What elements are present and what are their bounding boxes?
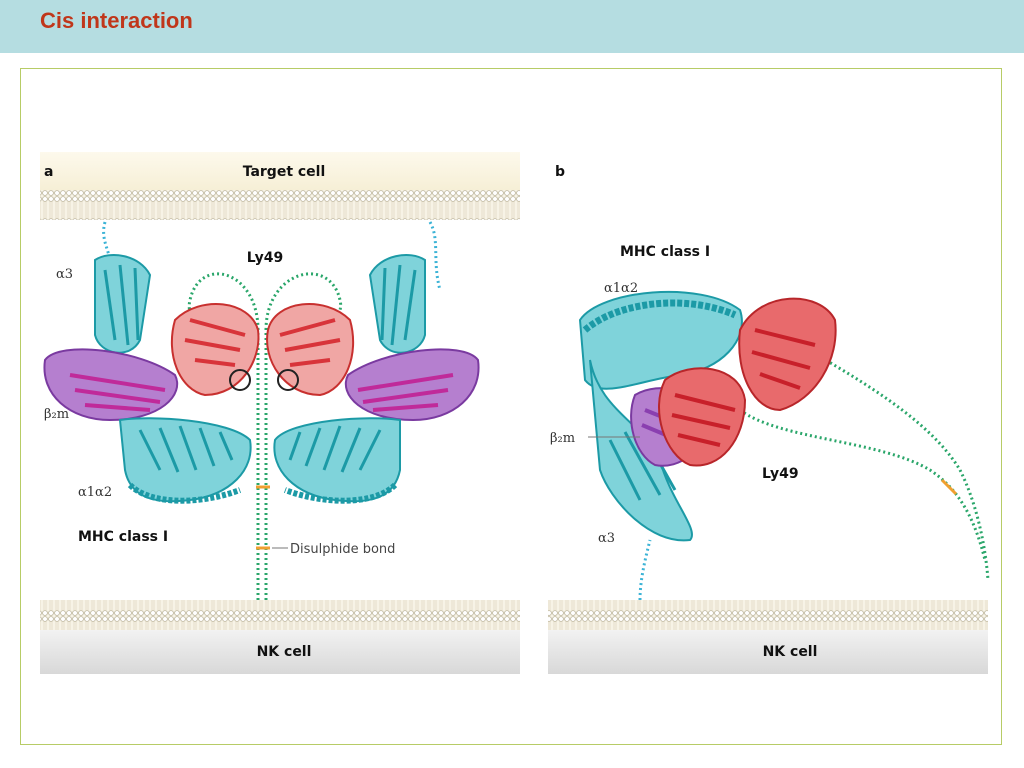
panel-a: a Target cell NK cell — [40, 152, 520, 674]
slide-title: Cis interaction — [40, 8, 193, 33]
disulphide-label: Disulphide bond — [290, 542, 395, 557]
ly49-label-a: Ly49 — [247, 250, 284, 266]
nk-cell-label-b: NK cell — [763, 644, 818, 660]
disulphide-mark-b — [940, 478, 958, 496]
figure-frame — [20, 68, 1002, 745]
mhc-right — [273, 254, 480, 504]
mhc-left — [43, 254, 252, 504]
nk-membrane-a — [40, 600, 520, 630]
alpha3-label-b: α3 — [598, 531, 615, 546]
ly49-stalk-b-2 — [799, 343, 990, 581]
mhc-label-a: MHC class I — [78, 529, 168, 545]
target-membrane — [40, 190, 520, 220]
b2m-label-a: β₂m — [44, 407, 69, 422]
panel-b-letter: b — [555, 164, 565, 180]
a1a2-label-b: α1α2 — [604, 281, 638, 296]
b2m-label-b: β₂m — [550, 431, 575, 446]
target-cell-band — [40, 152, 520, 190]
nk-cell-band-b — [548, 630, 988, 674]
mhc-tether-right — [428, 221, 442, 291]
mhc-label-b: MHC class I — [620, 244, 710, 260]
ly49-b — [658, 297, 837, 467]
ly49-heads — [170, 303, 355, 397]
nk-membrane-b — [548, 600, 988, 630]
a1a2-label-a: α1α2 — [78, 485, 112, 500]
mhc-b — [578, 290, 743, 542]
nk-cell-band-a — [40, 630, 520, 674]
mhc-tether-b — [638, 539, 652, 601]
slide-header: Cis interaction — [0, 0, 1024, 53]
ly49-label-b: Ly49 — [762, 466, 799, 482]
panel-a-letter: a — [44, 164, 53, 180]
target-cell-label: Target cell — [243, 164, 326, 180]
nk-cell-label-a: NK cell — [257, 644, 312, 660]
panel-b: b NK cell MHC class I α1α2 β₂m Ly4 — [548, 164, 990, 674]
ly49-stalk-b-1 — [739, 408, 987, 561]
alpha3-label-a: α3 — [56, 267, 73, 282]
